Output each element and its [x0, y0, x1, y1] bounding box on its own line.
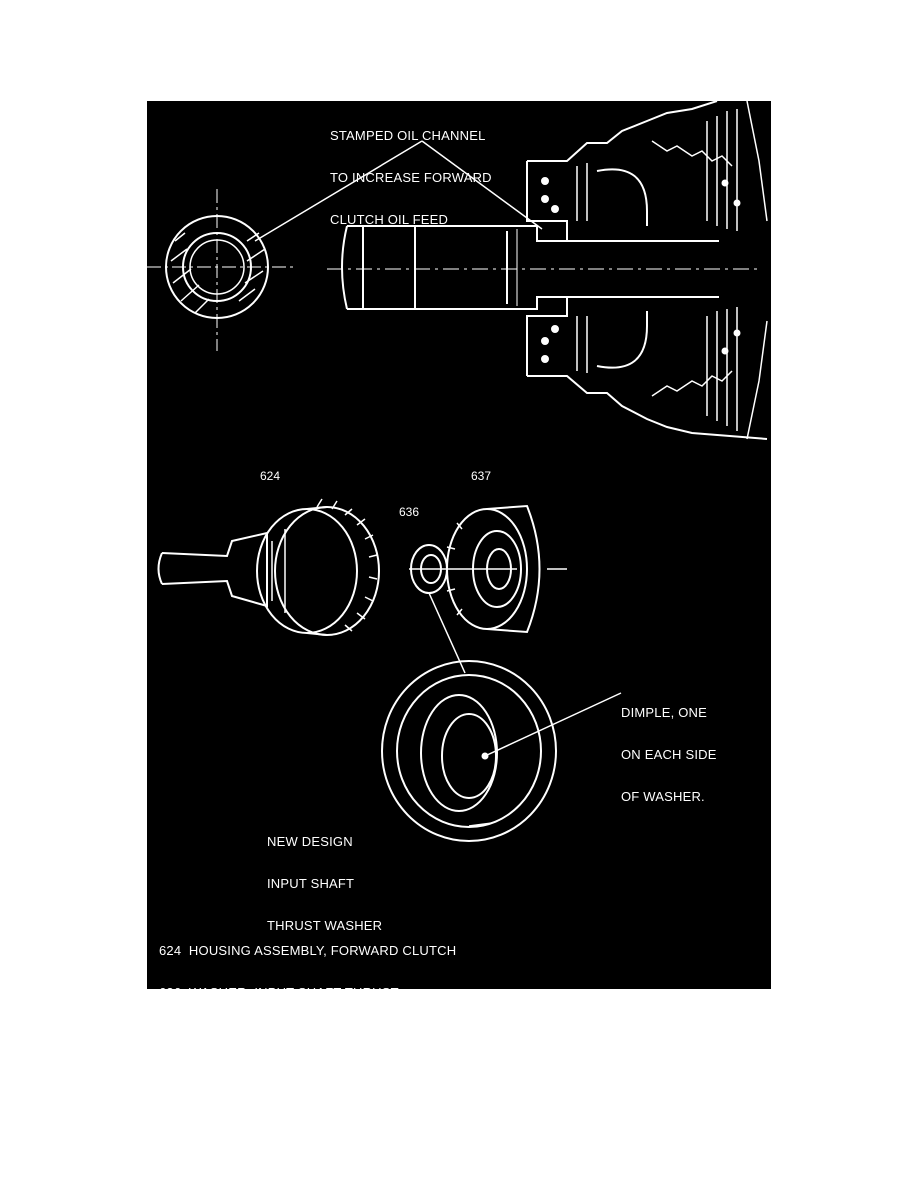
- diagram-drawing: [147, 101, 768, 842]
- oil-channel-callout: STAMPED OIL CHANNEL TO INCREASE FORWARD …: [330, 101, 492, 255]
- part-number-637: 637: [471, 469, 492, 483]
- new-design-callout: NEW DESIGN INPUT SHAFT THRUST WASHER: [267, 807, 382, 961]
- legend-item: 624 HOUSING ASSEMBLY, FORWARD CLUTCH: [159, 943, 457, 958]
- new-design-callout-line: INPUT SHAFT: [267, 876, 355, 891]
- legend-item: 636 WASHER, INPUT SHAFT THRUST: [159, 985, 399, 1000]
- part-number-624: 624: [260, 469, 281, 483]
- oil-channel-callout-line: TO INCREASE FORWARD: [330, 170, 492, 185]
- oil-channel-callout-line: CLUTCH OIL FEED: [330, 212, 449, 227]
- diagram-figure: STAMPED OIL CHANNEL TO INCREASE FORWARD …: [147, 101, 771, 1042]
- dimple-callout-line: DIMPLE, ONE: [621, 705, 707, 720]
- new-design-callout-line: NEW DESIGN: [267, 834, 353, 849]
- dimple-callout: DIMPLE, ONE ON EACH SIDE OF WASHER.: [621, 678, 717, 832]
- new-design-washer-enlarged: [381, 660, 622, 842]
- forward-clutch-housing-624: [157, 498, 517, 636]
- oil-channel-callout-line: STAMPED OIL CHANNEL: [330, 128, 486, 143]
- legend-item: 637 GEAR,INPUT INTERNAL: [159, 1027, 340, 1042]
- shaft-cross-section: [147, 189, 297, 351]
- clutch-housing-section: [526, 101, 768, 440]
- input-shaft: [327, 225, 757, 310]
- input-internal-gear-637: [446, 504, 567, 634]
- oil-channel-leaders: [254, 140, 543, 242]
- dimple-callout-line: ON EACH SIDE: [621, 747, 717, 762]
- parts-legend: 624 HOUSING ASSEMBLY, FORWARD CLUTCH 636…: [159, 916, 456, 1070]
- part-number-636: 636: [399, 505, 420, 519]
- new-design-callout-line: THRUST WASHER: [267, 918, 383, 933]
- dimple-callout-line: OF WASHER.: [621, 789, 705, 804]
